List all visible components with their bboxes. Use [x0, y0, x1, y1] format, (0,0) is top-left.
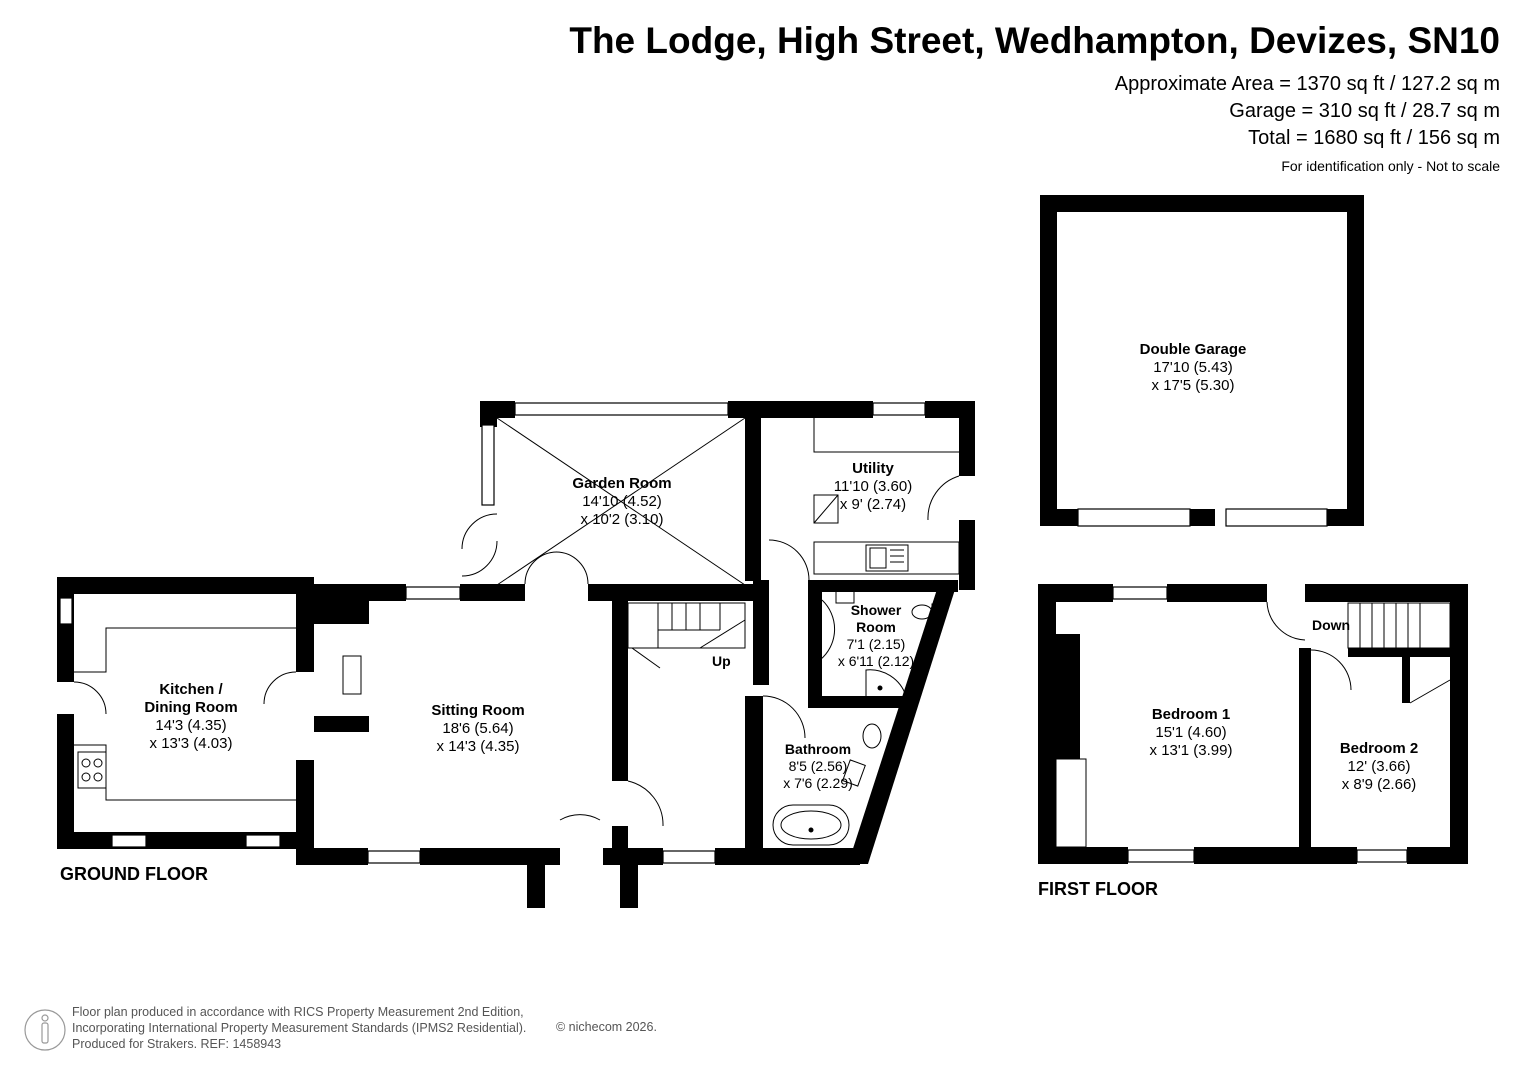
room-dim: x 9' (2.74): [839, 496, 907, 513]
garage-wall-top: [1040, 195, 1364, 212]
room-dim: 8'5 (2.56): [788, 758, 848, 774]
footer-line: Floor plan produced in accordance with R…: [72, 1005, 524, 1019]
walls: [57, 195, 1468, 908]
toilet-icon: [862, 603, 939, 749]
room-name: Utility: [852, 460, 894, 477]
room-dim: 14'3 (4.35): [155, 717, 227, 734]
footer-text: Floor plan produced in accordance with R…: [72, 1004, 526, 1052]
hob-icon: [77, 751, 107, 789]
person-icon: [24, 1009, 66, 1051]
footer-line: Incorporating International Property Mea…: [72, 1021, 527, 1035]
room-dim: 15'1 (4.60): [1155, 724, 1227, 741]
room-dim: 12' (3.66): [1347, 758, 1411, 775]
room-dim: 14'10 (4.52): [582, 493, 662, 510]
room-dim: x 14'3 (4.35): [436, 738, 520, 755]
room-name: Dining Room: [144, 699, 238, 716]
room-label-kitchen: Kitchen / Dining Room 14'3 (4.35) x 13'3…: [144, 681, 237, 753]
approximate-area: Approximate Area = 1370 sq ft / 127.2 sq…: [1114, 73, 1500, 95]
room-name: Double Garage: [1139, 341, 1247, 358]
garage-wall-right: [1347, 195, 1364, 526]
room-label-double-garage: Double Garage 17'10 (5.43) x 17'5 (5.30): [1140, 341, 1247, 395]
stairs-up-label: Up: [712, 653, 731, 669]
room-name: Kitchen /: [159, 681, 223, 698]
shower-tray-icon: [835, 584, 907, 697]
stairs-down-label: Down: [1312, 617, 1351, 633]
room-dim: 7'1 (2.15): [846, 636, 906, 652]
room-name: Shower: [850, 602, 902, 618]
room-name: Garden Room: [572, 475, 672, 492]
room-dim: 11'10 (3.60): [833, 478, 913, 495]
windows: [59, 402, 1408, 864]
room-dim: x 13'1 (3.99): [1149, 742, 1233, 759]
ground-floor-label: GROUND FLOOR: [60, 864, 208, 884]
room-label-sitting-room: Sitting Room 18'6 (5.64) x 14'3 (4.35): [431, 702, 524, 756]
room-label-shower-room: Shower Room 7'1 (2.15) x 6'11 (2.12): [838, 602, 914, 670]
room-name: Bathroom: [784, 741, 852, 757]
garage-wall-left: [1040, 195, 1057, 526]
page-title: The Lodge, High Street, Wedhampton, Devi…: [569, 20, 1500, 61]
room-dim: x 17'5 (5.30): [1151, 377, 1235, 394]
room-label-utility: Utility 11'10 (3.60) x 9' (2.74): [834, 460, 912, 514]
room-dim: 18'6 (5.64): [442, 720, 514, 737]
room-label-bathroom: Bathroom 8'5 (2.56) x 7'6 (2.29): [783, 741, 853, 792]
bath-icon: [772, 759, 866, 846]
room-dim: 17'10 (5.43): [1153, 359, 1233, 376]
scale-note: For identification only - Not to scale: [1281, 158, 1500, 174]
room-name: Bedroom 2: [1339, 740, 1419, 757]
room-label-bedroom-2: Bedroom 2 12' (3.66) x 8'9 (2.66): [1340, 740, 1418, 794]
room-label-bedroom-1: Bedroom 1 15'1 (4.60) x 13'1 (3.99): [1150, 706, 1233, 760]
copyright-credit: © nichecom 2026.: [556, 1020, 657, 1034]
room-name: Sitting Room: [431, 702, 525, 719]
sink-icon: [865, 544, 909, 572]
room-dim: x 8'9 (2.66): [1341, 776, 1417, 793]
room-dim: x 7'6 (2.29): [783, 775, 853, 791]
room-dim: x 10'2 (3.10): [580, 511, 664, 528]
garage-area: Garage = 310 sq ft / 28.7 sq m: [1229, 100, 1500, 122]
total-area: Total = 1680 sq ft / 156 sq m: [1248, 127, 1500, 149]
room-label-garden-room: Garden Room 14'10 (4.52) x 10'2 (3.10): [572, 475, 671, 529]
first-floor-label: FIRST FLOOR: [1038, 879, 1158, 899]
room-name: Room: [856, 619, 896, 635]
interior-details: [73, 417, 1451, 848]
room-name: Bedroom 1: [1151, 706, 1231, 723]
room-dim: x 13'3 (4.03): [149, 735, 233, 752]
angled-wall: [848, 580, 958, 864]
room-dim: x 6'11 (2.12): [837, 653, 915, 669]
footer-line: Produced for Strakers. REF: 1458943: [72, 1037, 282, 1051]
